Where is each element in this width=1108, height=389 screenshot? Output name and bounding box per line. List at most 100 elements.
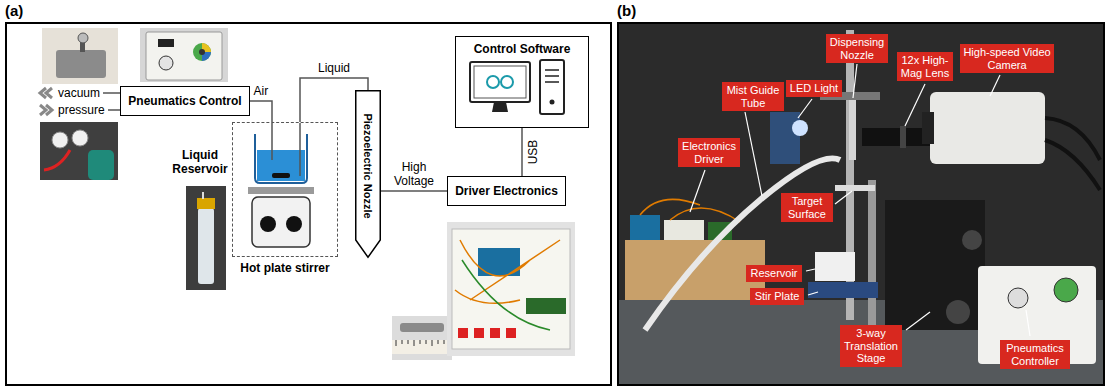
panel-frame: (b)Dispensing NozzleMist Guide TubeLED L… [617,22,1105,386]
connector-line [521,128,523,176]
photo-ground [447,222,575,356]
mist-guide-tube [645,158,840,330]
connector-line [250,101,272,122]
callout-text: 3-way Translation Stage [843,327,899,365]
monitor-stand [492,102,508,112]
gas-hose [44,150,70,170]
callout-tag: Stir Plate [750,288,804,305]
photo-ground [42,28,118,84]
callout-tag: Dispensing Nozzle [826,34,888,63]
stirrer-knob [286,216,302,232]
button [474,328,484,338]
callout-text: LED Light [789,82,839,95]
callout-tag: Electronics Driver [678,138,740,167]
lens [862,128,932,146]
leader-line [1026,310,1030,336]
callout-text: Pneumatics Controller [1003,342,1067,367]
camera [930,92,1045,164]
nozzle-shape: Piezoelectric Nozzle [355,90,381,258]
wooden-stand [625,240,765,300]
cables [1045,118,1100,190]
annotation-label: Liquid Reservoir [170,148,230,176]
driver-electronics-photo [447,222,575,356]
chevron [40,88,46,98]
gas-cylinder-photo [40,122,118,180]
panel-frame: (a)Pneumatics ControlControl SoftwareHot… [5,22,612,386]
callout-tag: Pneumatics Controller [1000,340,1070,369]
annotation-label: vacuum [58,86,100,100]
callout-text: High-speed Video Camera [963,46,1051,71]
annotation-label: pressure [58,103,105,117]
button [506,328,516,338]
leader-line [906,312,930,330]
liquid [257,150,305,181]
process-box: Pneumatics Control [120,86,250,116]
edge-label: USB [526,138,540,167]
stage-knob [946,300,970,324]
computer-icon [470,60,564,114]
connector-line [381,190,447,192]
stir-bar [272,173,290,178]
lens-ring [900,126,906,148]
chevron [46,88,52,98]
callout-text: Target Surface [784,195,830,220]
leader-line [798,99,812,118]
translation-stage [885,200,985,330]
dashed-group-box: Hot plate stirrer [232,122,338,257]
leader-line [853,64,857,98]
leader-line [990,75,1000,96]
stirrer-knob [260,216,276,232]
nozzle-body [400,323,444,332]
photo-ground [392,316,452,360]
liquid-tube [299,123,301,176]
leader-line [806,269,815,271]
controller-dial [1054,278,1078,302]
nozzle-label: Piezoelectric Nozzle [362,91,374,241]
stirrer-base [252,197,310,247]
leader-line [835,191,852,204]
callout-tag: Mist Guide Tube [722,82,784,111]
leader-line [745,112,762,196]
callout-text: Electronics Driver [681,140,737,165]
camera-mount [922,112,934,144]
box-label: Pneumatics Control [128,94,241,108]
led-light [770,112,800,164]
beaker [255,134,307,183]
dial-knob [199,49,205,55]
vial [198,208,214,284]
reservoir [815,252,855,281]
controller-display [158,39,174,47]
callout-tag: 3-way Translation Stage [840,325,902,367]
group-label: Hot plate stirrer [240,261,329,275]
setup-photo [619,24,1103,386]
tower-slots [545,70,559,82]
vial-cap [197,198,215,209]
pressure-line [108,109,120,111]
control-dial [193,43,211,61]
photo-ground [140,28,228,82]
breadboard [452,229,570,349]
stir-plate [808,282,878,298]
callout-text: Mist Guide Tube [725,84,781,109]
photo-ground [40,122,118,180]
led-lamp [792,120,808,136]
screen [474,66,526,98]
stage-knob [962,230,982,250]
air-tube [271,123,273,160]
callout-tag: High-speed Video Camera [960,44,1054,73]
edge-label: Liquid [316,61,352,75]
vacuum-line [103,92,120,94]
arduino-logo [501,76,513,88]
process-box: Driver Electronics [447,176,566,206]
callout-text: Dispensing Nozzle [829,36,885,61]
panel-letter: (b) [617,2,636,20]
lcd-display [526,298,566,314]
photo-ground [186,186,226,290]
hot-plate [248,187,314,194]
monitor [470,62,530,102]
callout-tag: Target Surface [781,193,833,222]
jumper-wires [462,260,550,330]
controller-case [146,32,222,80]
